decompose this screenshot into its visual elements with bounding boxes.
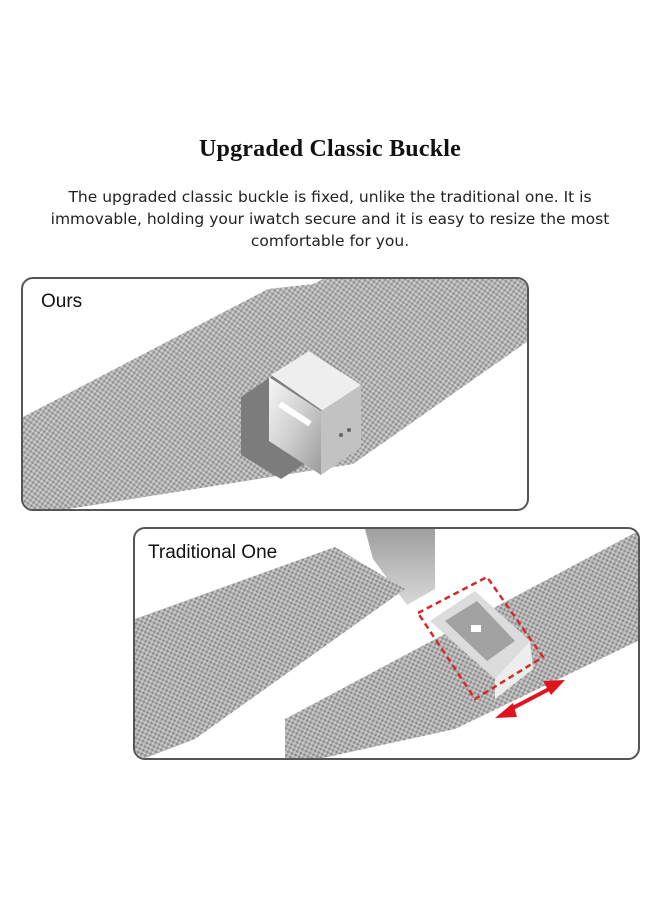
- traditional-label: Traditional One: [148, 542, 278, 563]
- ours-label: Ours: [41, 291, 83, 312]
- fixed-buckle: [241, 351, 361, 479]
- traditional-band-illustration: [135, 529, 638, 758]
- folding-clasp: [365, 529, 435, 605]
- sliding-buckle: [430, 591, 533, 699]
- upper-mesh-strap: [43, 279, 443, 439]
- description-text: The upgraded classic buckle is fixed, un…: [50, 188, 610, 250]
- page-title: Upgraded Classic Buckle: [199, 136, 461, 162]
- left-mesh-strap: [135, 547, 405, 758]
- ours-band-illustration: [23, 279, 527, 509]
- ours-comparison-panel: Ours: [21, 277, 529, 511]
- double-arrow-icon: [495, 680, 565, 718]
- traditional-comparison-panel: Traditional One: [133, 527, 640, 760]
- highlight-box: [416, 575, 545, 701]
